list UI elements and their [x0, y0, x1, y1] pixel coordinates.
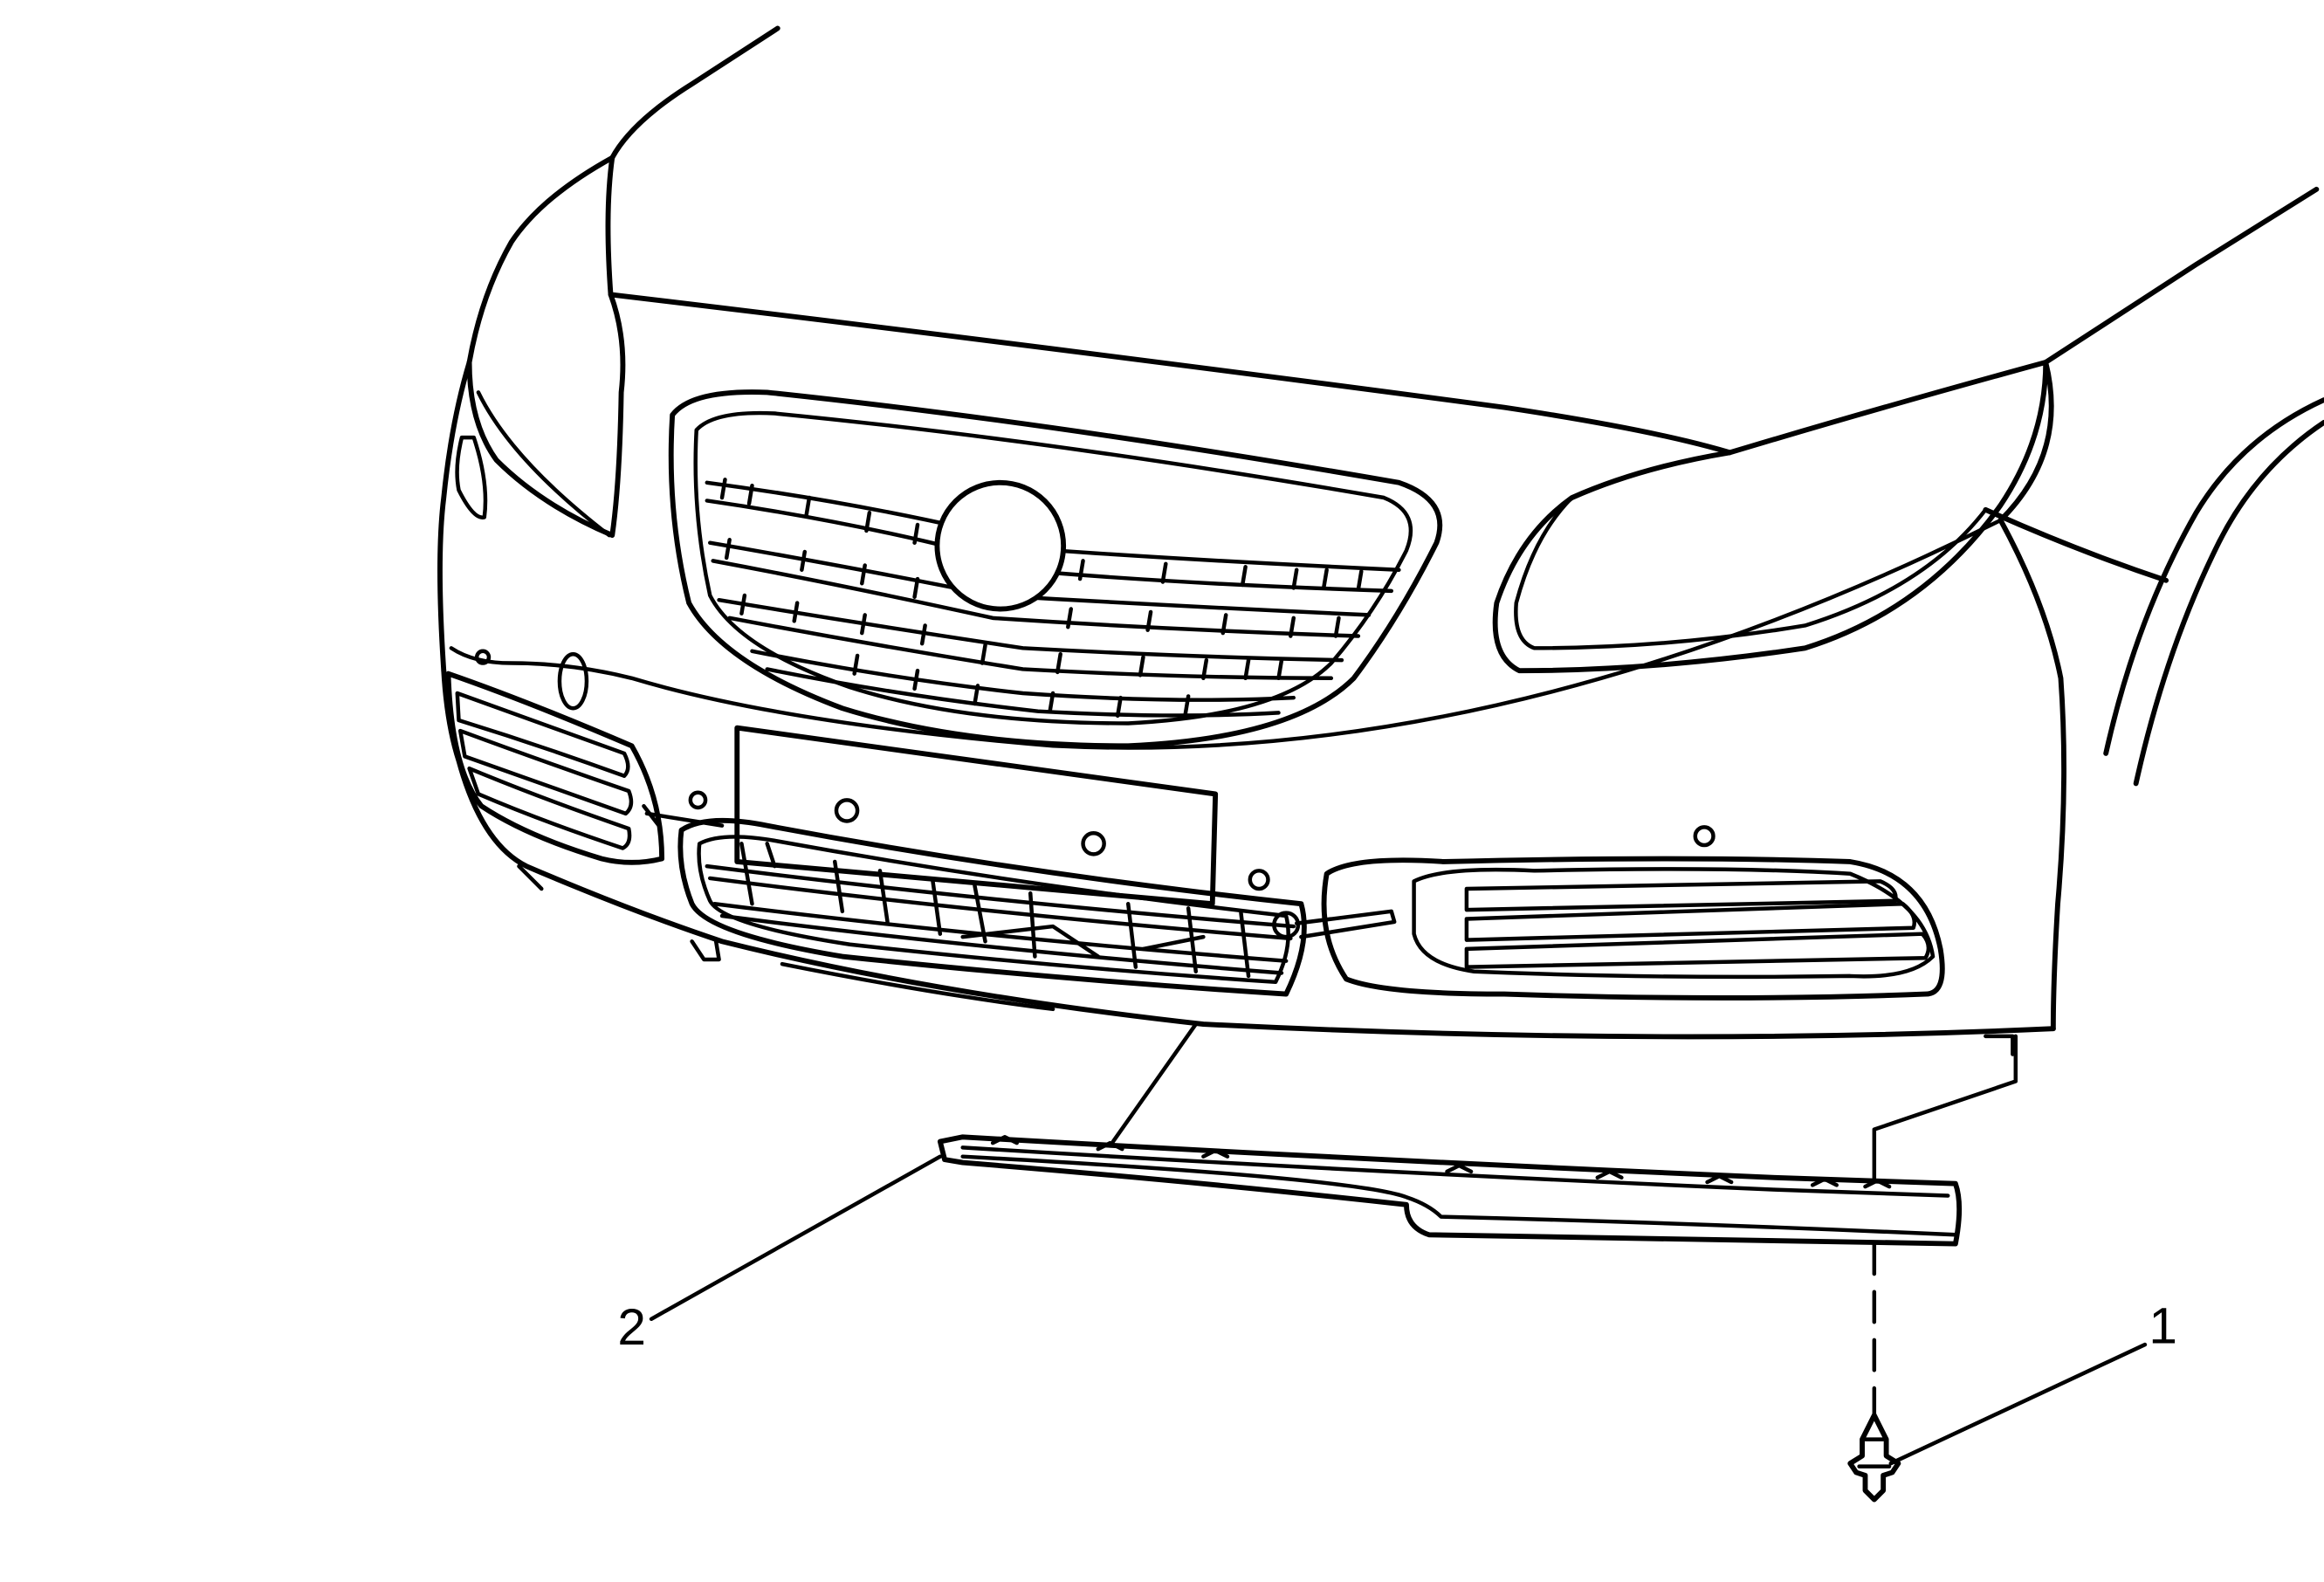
- left-fog-vent: [445, 671, 665, 865]
- push-pin-fastener: [1847, 1413, 1901, 1503]
- callout-label-2: 2: [617, 1299, 646, 1356]
- lower-grille: [644, 811, 1397, 997]
- upper-grille: [668, 389, 1443, 749]
- right-fog-vent: [1321, 856, 1945, 1001]
- assembly-connector-lines: [1110, 1021, 2018, 1418]
- callout-leaders: [649, 1154, 2148, 1466]
- license-plate-area: [474, 649, 1715, 907]
- callout-label-1: 1: [2149, 1297, 2177, 1354]
- lower-deflector-part: [937, 1134, 1963, 1247]
- car-body: [437, 25, 2324, 1056]
